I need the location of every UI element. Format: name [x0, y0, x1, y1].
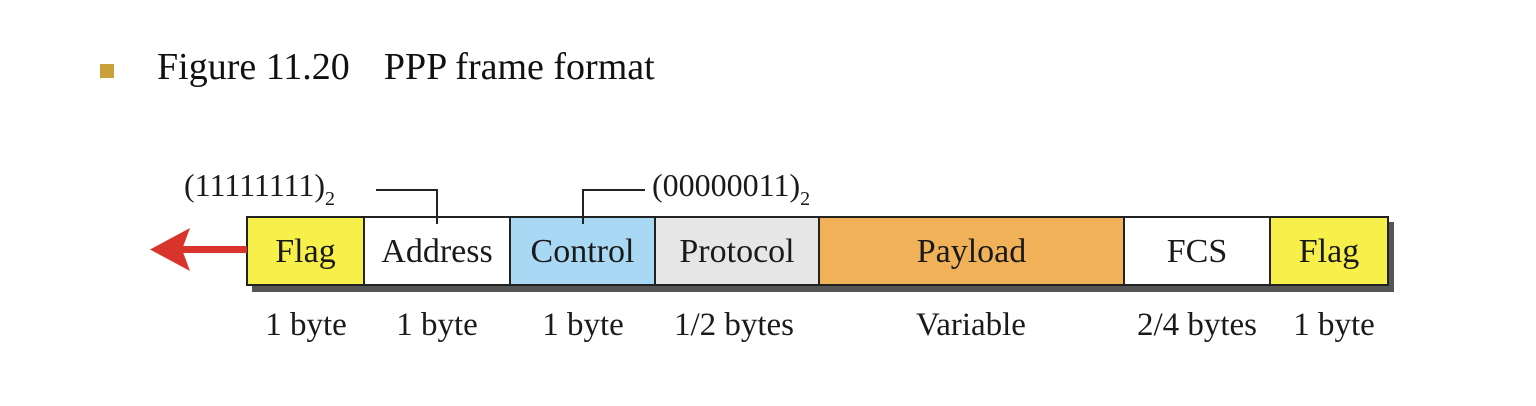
address-value: (11111111): [184, 167, 325, 203]
field-label-fcs: FCS: [1167, 233, 1228, 270]
field-label-protocol: Protocol: [679, 233, 794, 270]
control-value: (00000011): [652, 167, 800, 203]
field-size-fcs: 2/4 bytes: [1137, 307, 1257, 343]
field-box-flag-end: [1269, 216, 1389, 286]
field-sizes: 1 byte 1 byte 1 byte 1/2 bytes Variable …: [265, 307, 1375, 343]
field-size-address: 1 byte: [396, 307, 478, 343]
field-size-flag-start: 1 byte: [265, 307, 347, 343]
field-size-flag-end: 1 byte: [1293, 307, 1375, 343]
figure-label: Figure 11.20: [157, 46, 350, 88]
field-box-control: [509, 216, 656, 286]
field-box-payload: [818, 216, 1125, 286]
control-value-label: (00000011)2: [652, 167, 810, 210]
control-value-base: 2: [800, 188, 810, 210]
control-annotation: (00000011)2: [582, 167, 810, 224]
field-labels: Flag Address Control Protocol Payload FC…: [275, 233, 1359, 270]
address-value-base: 2: [325, 188, 335, 210]
address-annotation: (11111111)2: [184, 167, 438, 224]
bullet-marker: [100, 64, 114, 78]
arrow-left-icon: [150, 228, 190, 271]
field-box-protocol: [654, 216, 820, 286]
field-label-address: Address: [381, 233, 492, 270]
field-size-payload: Variable: [916, 307, 1026, 343]
arrow-shaft: [176, 246, 247, 253]
direction-arrow: [150, 228, 247, 271]
control-leader-line: [582, 189, 645, 224]
field-box-address: [363, 216, 511, 286]
address-value-label: (11111111)2: [184, 167, 335, 210]
figure-title: PPP frame format: [383, 46, 655, 88]
figure-caption: Figure 11.20 PPP frame format: [157, 44, 655, 90]
field-label-flag-end: Flag: [1299, 233, 1359, 270]
address-leader-line: [376, 189, 438, 224]
field-label-payload: Payload: [917, 233, 1027, 270]
field-size-protocol: 1/2 bytes: [674, 307, 794, 343]
field-label-control: Control: [531, 233, 635, 270]
field-size-control: 1 byte: [542, 307, 624, 343]
field-label-flag-start: Flag: [275, 233, 335, 270]
